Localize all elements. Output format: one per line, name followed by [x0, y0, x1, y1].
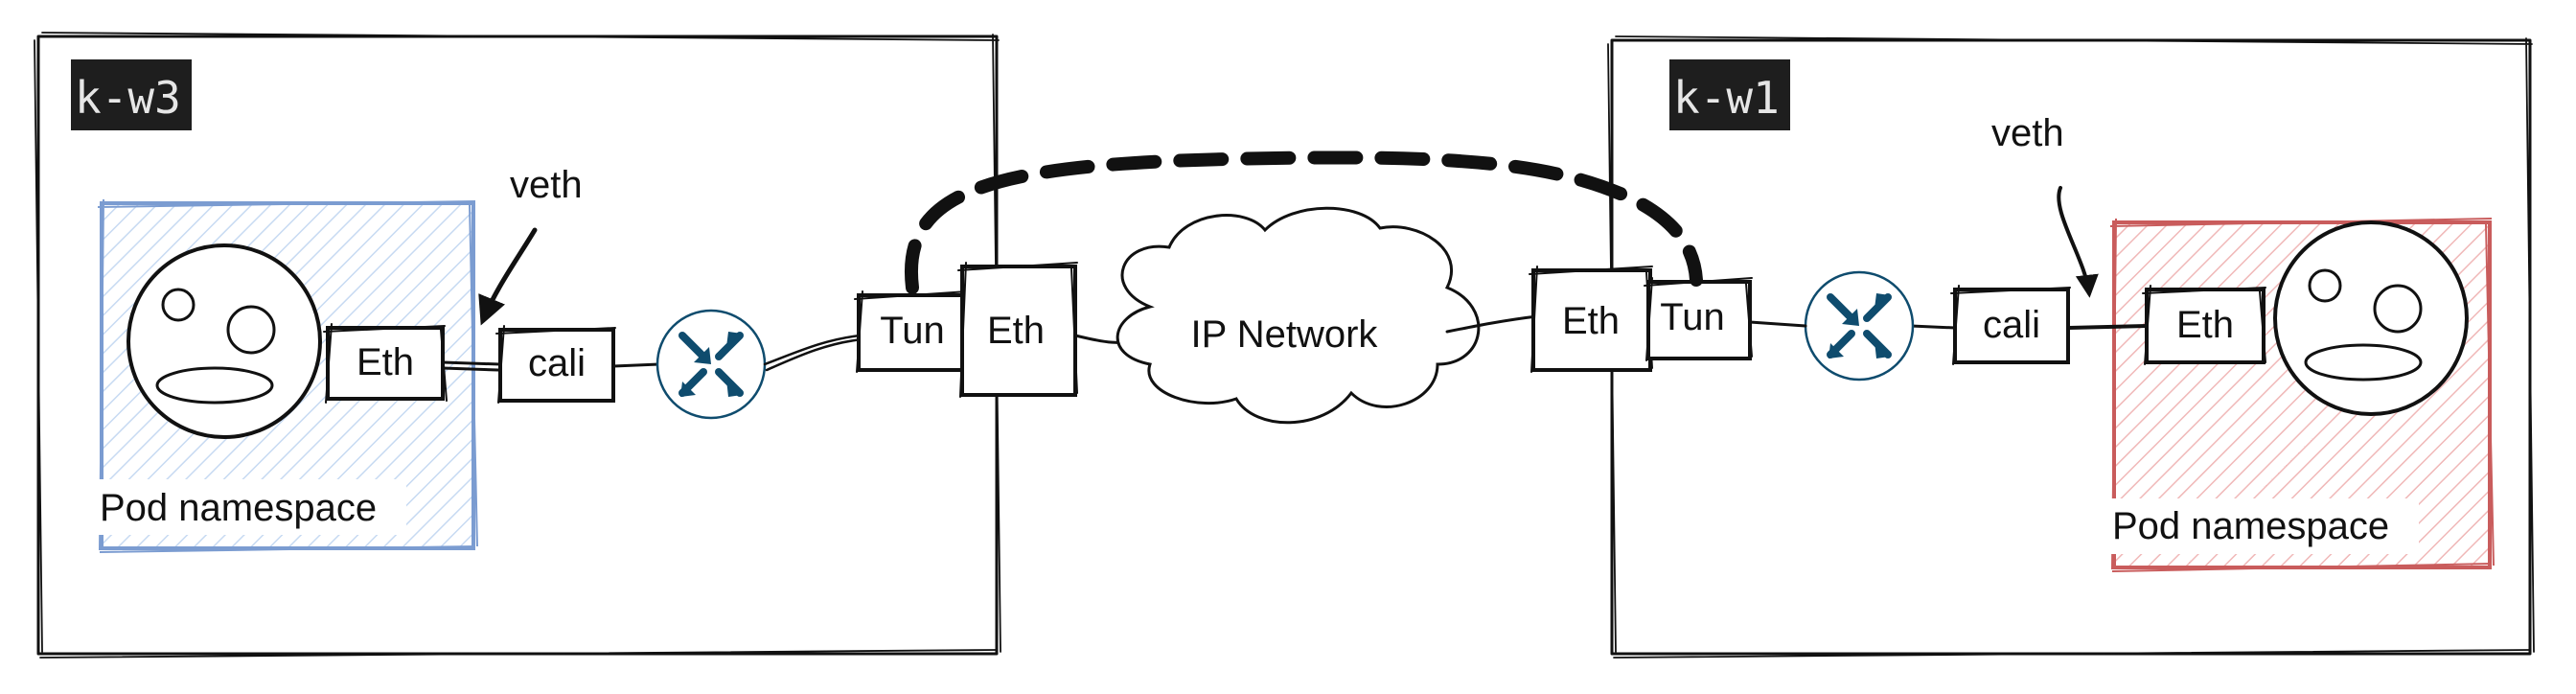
- tun-right: Tun: [1644, 277, 1753, 361]
- svg-text:Tun: Tun: [880, 310, 944, 352]
- router-icon: [656, 309, 767, 420]
- veth-arrow-right: [2057, 186, 2099, 298]
- pod-eth-right: Eth: [2142, 285, 2266, 365]
- face-icon: [126, 243, 322, 439]
- tunnel-dashed-arc: [905, 150, 1703, 294]
- svg-text:Tun: Tun: [1660, 296, 1724, 338]
- svg-text:Eth: Eth: [356, 341, 414, 383]
- svg-text:Pod namespace: Pod namespace: [2112, 505, 2389, 547]
- node-k-w3: k-w3 Pod namespace Eth veth: [34, 32, 1078, 659]
- node-k-w1: k-w1 Pod namespace Eth veth: [1529, 35, 2535, 659]
- svg-text:Pod namespace: Pod namespace: [100, 487, 377, 529]
- svg-text:Eth: Eth: [987, 310, 1045, 352]
- veth-arrow-left: [478, 227, 538, 326]
- face-icon: [2273, 220, 2469, 416]
- host-eth-left: Eth: [957, 262, 1078, 398]
- svg-text:cali: cali: [528, 342, 586, 384]
- veth-label-right: veth: [1991, 112, 2064, 154]
- svg-text:cali: cali: [1983, 304, 2040, 346]
- svg-text:Eth: Eth: [2176, 304, 2234, 346]
- host-eth-right: Eth: [1529, 266, 1653, 373]
- cloud-icon: IP Network: [1116, 206, 1481, 425]
- node-title-k-w1: k-w1: [1669, 59, 1790, 130]
- cali-right: cali: [1950, 285, 2071, 365]
- svg-text:Eth: Eth: [1562, 300, 1620, 342]
- svg-text:k-w3: k-w3: [75, 72, 181, 124]
- node-title-k-w3: k-w3: [71, 59, 192, 130]
- veth-label-left: veth: [510, 164, 583, 206]
- svg-text:k-w1: k-w1: [1673, 72, 1780, 124]
- tun-left: Tun: [854, 290, 969, 373]
- ip-network-label: IP Network: [1191, 313, 1379, 356]
- cali-left: cali: [495, 325, 616, 404]
- pod-eth-left: Eth: [323, 323, 448, 404]
- router-icon: [1804, 270, 1915, 382]
